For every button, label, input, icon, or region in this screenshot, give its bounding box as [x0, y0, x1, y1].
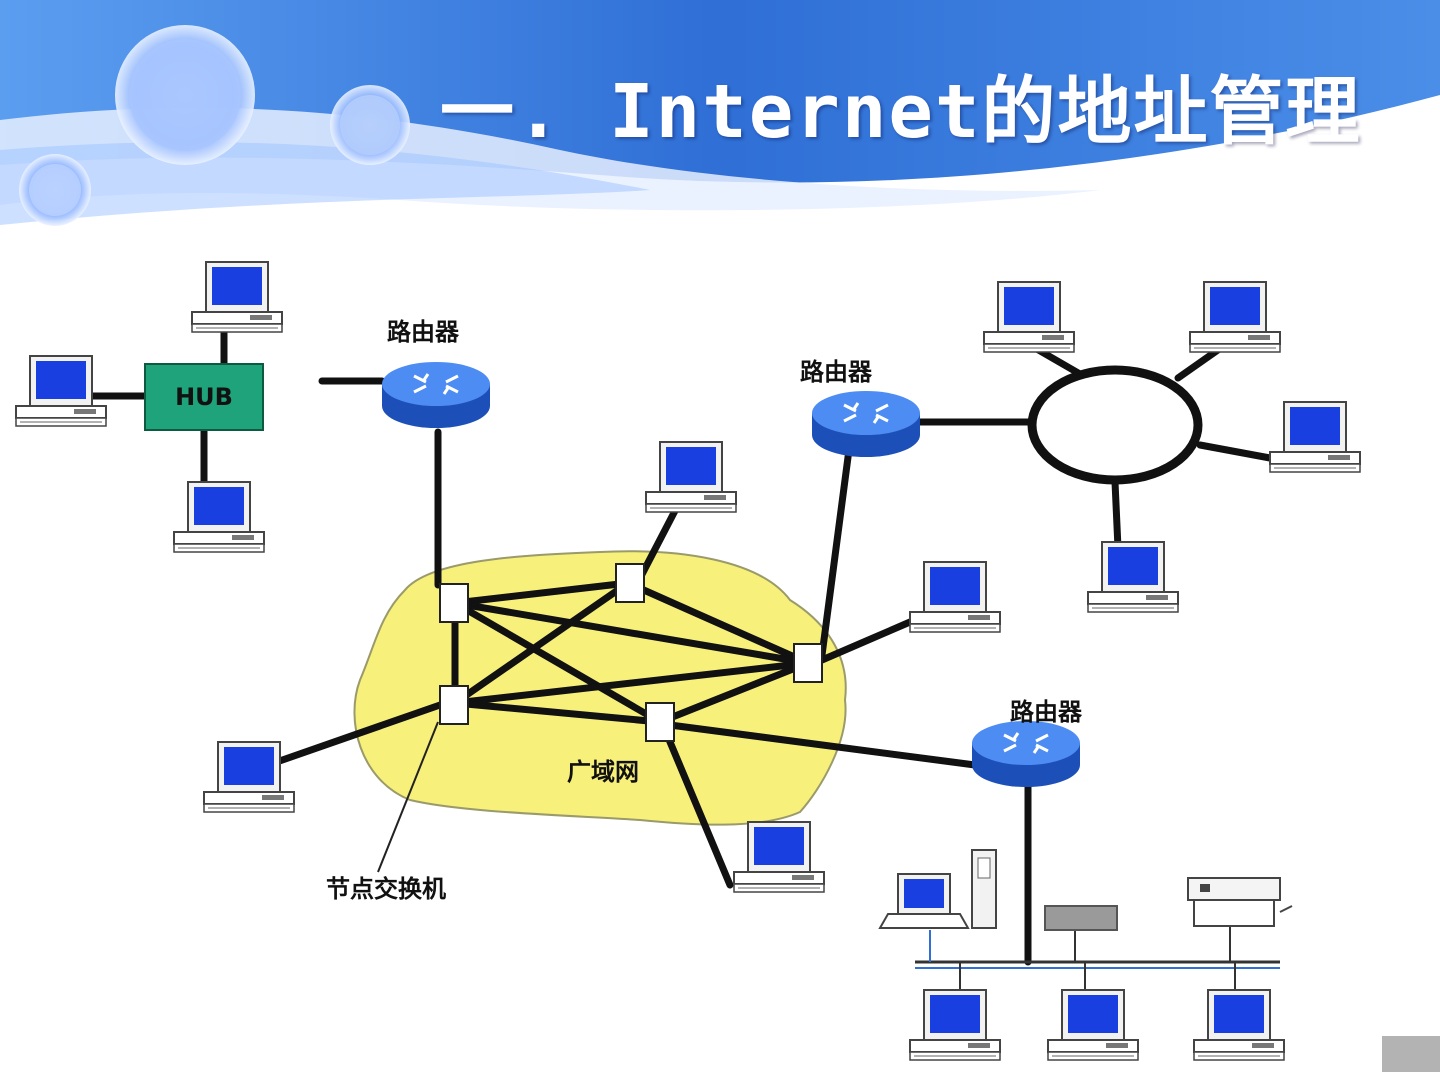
pc-icon [15, 355, 107, 427]
node-switches [439, 563, 823, 742]
node-switch-label: 节点交换机 [326, 874, 446, 903]
node-switch-pointer [377, 721, 439, 873]
pc-icon [909, 989, 1001, 1061]
node-switch [615, 563, 645, 603]
router-icon [380, 360, 492, 430]
bus-device-icon [1044, 905, 1118, 931]
pc-icon [733, 821, 825, 893]
node-switch [439, 583, 469, 623]
pc-icon [1087, 541, 1179, 613]
wan-label: 广域网 [567, 757, 639, 786]
pc-icon [983, 281, 1075, 353]
ring-network [1027, 365, 1203, 485]
router-icon [970, 719, 1082, 789]
hub-box [144, 363, 264, 431]
pc-icon [1189, 281, 1281, 353]
pc-icon [203, 741, 295, 813]
router-icon [810, 389, 922, 459]
pc-icon [173, 481, 265, 553]
node-switch [439, 685, 469, 725]
pc-icon [1047, 989, 1139, 1061]
pc-icon [1193, 989, 1285, 1061]
pc-icon [1269, 401, 1361, 473]
router-label-2: 路由器 [800, 357, 873, 386]
workstation-icon [878, 849, 997, 929]
node-switch [793, 643, 823, 683]
router-label-1: 路由器 [387, 317, 460, 346]
network-diagram: HUB 路由器 路由器 路由器 广域网 节 [15, 261, 1361, 1061]
bus-lan [915, 925, 1280, 992]
hub-label: HUB [175, 383, 233, 411]
router-label-3: 路由器 [1010, 697, 1083, 726]
printer-icon [1187, 877, 1293, 927]
pc-icon [645, 441, 737, 513]
corner-gray-box [1382, 1036, 1440, 1072]
pc-icon [909, 561, 1001, 633]
slide-title: 一. Internet的地址管理 [440, 69, 1362, 155]
title-banner [0, 0, 1440, 240]
node-switch [645, 702, 675, 742]
pc-icon [191, 261, 283, 333]
